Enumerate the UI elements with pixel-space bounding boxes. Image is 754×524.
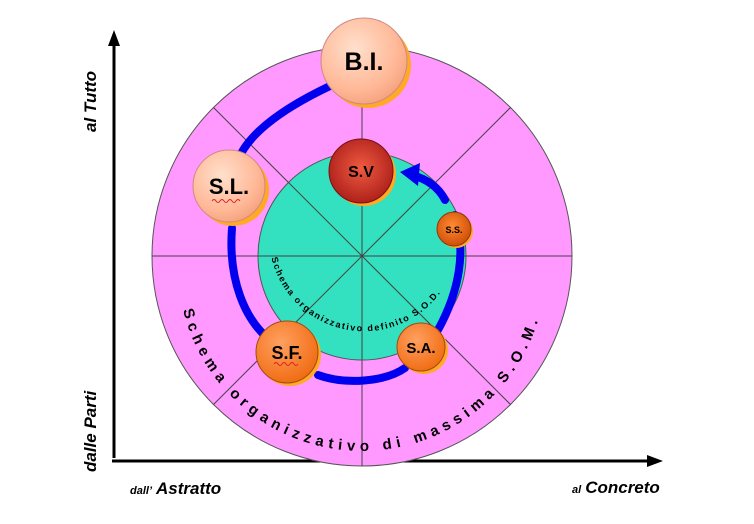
y-axis-bottom-label: dalle Parti [81,389,100,472]
node-sa: S.A. [396,322,448,374]
x-axis-left-word: Astratto [155,479,221,498]
x-axis-left-label: dall’Astratto [130,479,221,498]
node-sl-label: S.L. [209,174,249,199]
y-axis-top-label: al Tutto [81,71,100,132]
node-ss-label: S.S. [445,225,462,235]
node-ss: S.S. [436,211,473,248]
node-sl: S.L. [192,149,269,226]
x-axis-right-prefix: al [572,484,582,496]
node-sf-label: S.F. [271,343,302,363]
node-bi: B.I. [320,17,411,108]
node-sf: S.F. [255,320,321,386]
node-sv-label: S.V [348,164,374,181]
node-bi-label: B.I. [345,48,384,76]
inner-spokes [258,152,466,360]
node-sv: S.V [328,138,396,206]
node-sa-label: S.A. [406,340,435,357]
x-axis-left-prefix: dall’ [130,485,153,497]
spellcheck-underline [211,199,241,203]
y-axis [108,30,120,458]
x-axis-right-word: Concreto [585,478,660,497]
spellcheck-underline [273,362,299,366]
